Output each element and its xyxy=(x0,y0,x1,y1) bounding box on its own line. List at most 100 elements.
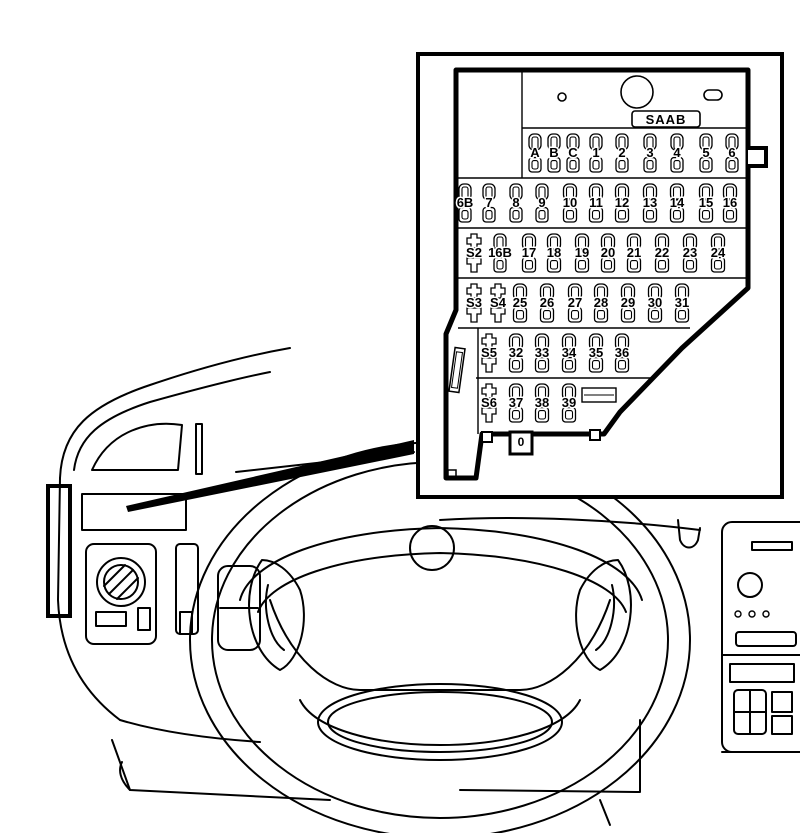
fuse-24: 24 xyxy=(709,233,727,273)
stud-connector-s6: S6 xyxy=(480,383,498,423)
fuse-17: 17 xyxy=(520,233,538,273)
fuse-c: C xyxy=(566,133,580,173)
fuse-label: S6 xyxy=(481,395,497,410)
fuse-label: A xyxy=(530,145,540,160)
fuse-31: 31 xyxy=(673,283,691,323)
fuse-5: 5 xyxy=(699,133,713,173)
fuse-label: 3 xyxy=(646,145,653,160)
fuse-21: 21 xyxy=(625,233,643,273)
bottom-tab-label: 0 xyxy=(518,435,525,449)
fuse-26: 26 xyxy=(538,283,556,323)
fuse-18: 18 xyxy=(545,233,563,273)
fuse-box xyxy=(443,67,768,481)
fuse-16: 16 xyxy=(721,183,739,223)
fuse-label: 16B xyxy=(488,245,512,260)
fuse-label: 5 xyxy=(702,145,709,160)
fuse-3: 3 xyxy=(643,133,657,173)
fuse-label: 36 xyxy=(615,345,629,360)
fuse-a: A xyxy=(528,133,542,173)
fuse-29: 29 xyxy=(619,283,637,323)
fuse-34: 34 xyxy=(560,333,578,373)
fuse-19: 19 xyxy=(573,233,591,273)
fuse-25: 25 xyxy=(511,283,529,323)
fuse-label: 15 xyxy=(699,195,713,210)
fuse-label: 29 xyxy=(621,295,635,310)
fuse-20: 20 xyxy=(599,233,617,273)
fuse-label: 11 xyxy=(589,195,603,210)
fuse-label: 32 xyxy=(509,345,523,360)
fuse-14: 14 xyxy=(668,183,686,223)
fuse-label: 33 xyxy=(535,345,549,360)
fuse-label: 21 xyxy=(627,245,641,260)
fuse-label: 24 xyxy=(711,245,726,260)
fuse-label: S4 xyxy=(490,295,507,310)
fuse-label: 26 xyxy=(540,295,554,310)
fuse-label: 16 xyxy=(723,195,737,210)
fuse-label: 6 xyxy=(728,145,735,160)
fuse-10: 10 xyxy=(561,183,579,223)
fuse-2: 2 xyxy=(615,133,629,173)
fuse-6: 6 xyxy=(725,133,739,173)
fuse-7: 7 xyxy=(482,183,496,223)
fuse-label: 14 xyxy=(670,195,685,210)
fuse-label: 2 xyxy=(618,145,625,160)
fuse-b: B xyxy=(547,133,561,173)
fuse-label: 4 xyxy=(673,145,681,160)
fuse-12: 12 xyxy=(613,183,631,223)
fuse-label: S5 xyxy=(481,345,497,360)
fuse-36: 36 xyxy=(613,333,631,373)
fuse-label: 12 xyxy=(615,195,629,210)
fuse-8: 8 xyxy=(509,183,523,223)
fuse-label: 31 xyxy=(675,295,689,310)
fuse-4: 4 xyxy=(670,133,684,173)
fuse-35: 35 xyxy=(587,333,605,373)
fuse-1: 1 xyxy=(589,133,603,173)
fuse-label: 27 xyxy=(568,295,582,310)
fuse-28: 28 xyxy=(592,283,610,323)
fuse-39: 39 xyxy=(560,383,578,423)
fuse-label: 38 xyxy=(535,395,549,410)
fuse-label: B xyxy=(549,145,558,160)
fuse-label: 18 xyxy=(547,245,561,260)
fuse-label: 39 xyxy=(562,395,576,410)
fuse-label: S3 xyxy=(466,295,482,310)
fuse-label: 34 xyxy=(562,345,577,360)
fuse-label: 17 xyxy=(522,245,536,260)
fuse-label: 30 xyxy=(648,295,662,310)
fuse-13: 13 xyxy=(641,183,659,223)
fuse-label: 9 xyxy=(538,195,545,210)
fuse-label: 10 xyxy=(563,195,577,210)
fuse-label: C xyxy=(568,145,578,160)
stud-connector-s5: S5 xyxy=(480,333,498,373)
fuse-16b: 16B xyxy=(487,233,513,273)
fuse-label: 23 xyxy=(683,245,697,260)
stud-connector-s2: S2 xyxy=(465,233,483,273)
saab-badge-label: SAAB xyxy=(646,112,687,127)
fuse-15: 15 xyxy=(697,183,715,223)
fuse-37: 37 xyxy=(507,383,525,423)
saab-badge: SAAB xyxy=(631,110,701,128)
fuse-label: 37 xyxy=(509,395,523,410)
fuse-9: 9 xyxy=(535,183,549,223)
stud-connector-s3: S3 xyxy=(465,283,483,323)
fuse-27: 27 xyxy=(566,283,584,323)
fuse-6b: 6B xyxy=(455,183,475,223)
fuse-label: 35 xyxy=(589,345,603,360)
fuse-label: 13 xyxy=(643,195,657,210)
fuse-label: 7 xyxy=(485,195,492,210)
fuse-label: 19 xyxy=(575,245,589,260)
fuse-label: 1 xyxy=(592,145,599,160)
fuse-label: 25 xyxy=(513,295,527,310)
stud-connector-s4: S4 xyxy=(489,283,508,323)
fuse-30: 30 xyxy=(646,283,664,323)
fuse-32: 32 xyxy=(507,333,525,373)
fuse-label: 6B xyxy=(457,195,474,210)
fuse-label: 28 xyxy=(594,295,608,310)
fuse-label: 22 xyxy=(655,245,669,260)
fuse-label: 20 xyxy=(601,245,615,260)
fuse-22: 22 xyxy=(653,233,671,273)
fuse-33: 33 xyxy=(533,333,551,373)
fuse-23: 23 xyxy=(681,233,699,273)
